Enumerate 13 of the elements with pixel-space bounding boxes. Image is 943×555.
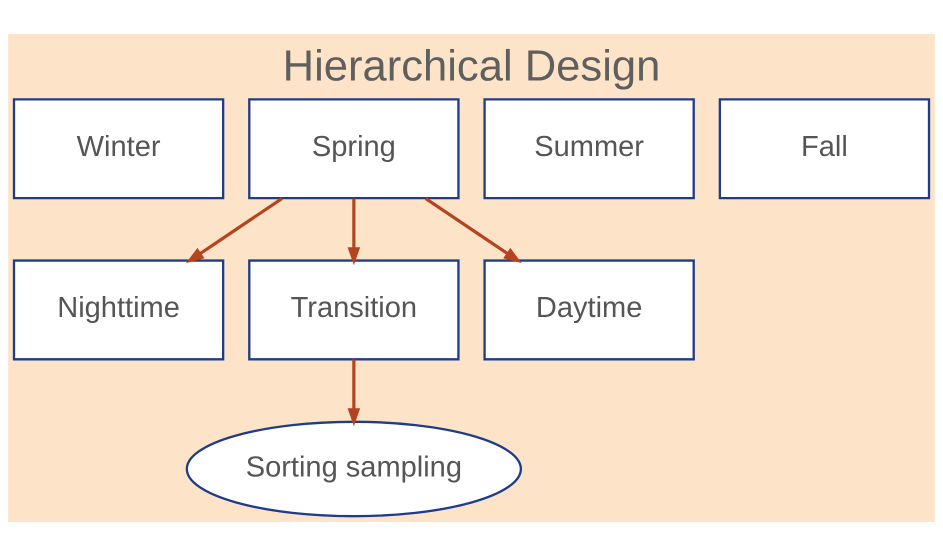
node-box: Summer (483, 98, 695, 199)
node-box: Nighttime (12, 258, 224, 360)
node-box: Fall (718, 98, 930, 199)
node-box: Winter (12, 98, 224, 199)
arrow (424, 196, 522, 263)
diagram-title: Hierarchical Design (282, 42, 660, 90)
arrow (186, 196, 283, 263)
node-box: Transition (248, 258, 460, 360)
node-box: Daytime (483, 258, 695, 360)
arrow (348, 359, 360, 426)
node-ellipse: Sorting sampling (186, 420, 522, 517)
arrow (348, 198, 360, 265)
node-box: Spring (248, 98, 460, 199)
